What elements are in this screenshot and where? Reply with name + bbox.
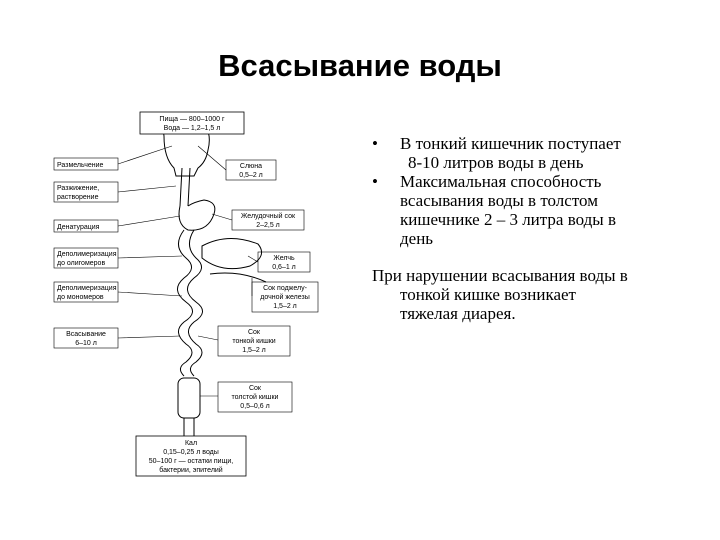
left-label-6b: 6–10 л <box>75 340 97 347</box>
bullet-1-line-2: 8-10 литров воды в день <box>408 153 584 172</box>
left-label-2a: Разжижение, <box>57 185 99 192</box>
diarrhea-paragraph: При нарушении всасывания воды в тонкой к… <box>372 266 702 323</box>
bullet-2-line-2: всасывания воды в толстом <box>400 191 598 210</box>
digestion-diagram-svg: Пища — 800–1000 г Вода — 1,2–1,5 л Разме… <box>53 111 319 477</box>
right-label-3b: 0,6–1 л <box>272 264 296 271</box>
left-label-4b: до олигомеров <box>57 260 105 267</box>
right-label-6c: 0,5–0,6 л <box>240 403 269 410</box>
bullet-item-1: • В тонкий кишечник поступает 8-10 литро… <box>372 134 702 172</box>
right-label-1b: 0,5–2 л <box>239 172 263 179</box>
right-label-5a: Сок <box>248 329 261 336</box>
left-label-4a: Деполимеризация <box>57 251 117 258</box>
esophagus <box>179 167 191 207</box>
right-label-2a: Желудочный сок <box>241 212 296 220</box>
left-label-5a: Деполимеризация <box>57 285 117 292</box>
stomach <box>178 199 216 231</box>
right-label-6b: толстой кишки <box>232 393 279 401</box>
paragraph-line-2: тонкой кишке возникает <box>400 285 576 304</box>
right-label-box-4 <box>251 281 319 313</box>
liver-outline <box>201 238 263 270</box>
stool-line-1: Кал <box>185 440 197 447</box>
right-label-5b: тонкой кишки <box>232 337 275 345</box>
right-label-box-6 <box>217 381 293 413</box>
right-label-2b: 2–2,5 л <box>256 222 280 229</box>
digestion-diagram: Пища — 800–1000 г Вода — 1,2–1,5 л Разме… <box>52 106 332 486</box>
pancreas-outline <box>209 272 267 283</box>
rectum <box>183 418 195 436</box>
bullet-2-line-4: день <box>400 229 434 248</box>
slide-title: Всасывание воды <box>218 48 502 83</box>
paragraph-line-1: При нарушении всасывания воды в <box>372 266 628 285</box>
right-label-4a: Сок поджелу- <box>263 285 307 292</box>
left-label-3: Денатурация <box>57 224 100 231</box>
food-intake-line-1: Пища — 800–1000 г <box>159 116 225 123</box>
slide-body: • В тонкий кишечник поступает 8-10 литро… <box>372 134 702 323</box>
paragraph-line-3: тяжелая диарея. <box>400 304 516 323</box>
right-label-4c: 1,5–2 л <box>273 303 297 310</box>
bullet-item-2: • Максимальная способность всасывания во… <box>372 172 702 248</box>
right-label-4b: дочной железы <box>260 293 310 301</box>
stool-line-2: 0,15–0,25 л воды <box>163 449 219 456</box>
bullet-1-line-1: В тонкий кишечник поступает <box>400 134 621 153</box>
large-intestine <box>177 377 201 419</box>
left-label-1: Размельчение <box>57 162 104 169</box>
left-label-2b: растворение <box>57 194 99 201</box>
food-intake-line-2: Вода — 1,2–1,5 л <box>164 125 221 132</box>
right-label-5c: 1,5–2 л <box>242 347 266 354</box>
left-connector-lines <box>117 145 183 339</box>
bullet-2-line-1: Максимальная способность <box>400 172 602 191</box>
right-label-3a: Желчь <box>273 255 295 262</box>
bullet-dot: • <box>372 134 378 153</box>
right-label-1a: Слюна <box>240 163 262 170</box>
food-intake-box <box>139 111 245 135</box>
small-intestine <box>177 229 203 377</box>
right-connector-lines <box>197 145 259 397</box>
right-label-box-5 <box>217 325 291 357</box>
left-label-5b: до мономеров <box>57 294 104 301</box>
left-label-6a: Всасывание <box>66 331 106 338</box>
stool-box <box>135 435 247 477</box>
bullet-2-line-3: кишечнике 2 – 3 литра воды в <box>400 210 616 229</box>
right-label-6a: Сок <box>249 385 262 392</box>
stool-line-3: 50–100 г — остатки пищи, <box>149 458 233 465</box>
bullet-dot: • <box>372 172 378 191</box>
stool-line-4: бактерии, эпителий <box>159 466 223 474</box>
